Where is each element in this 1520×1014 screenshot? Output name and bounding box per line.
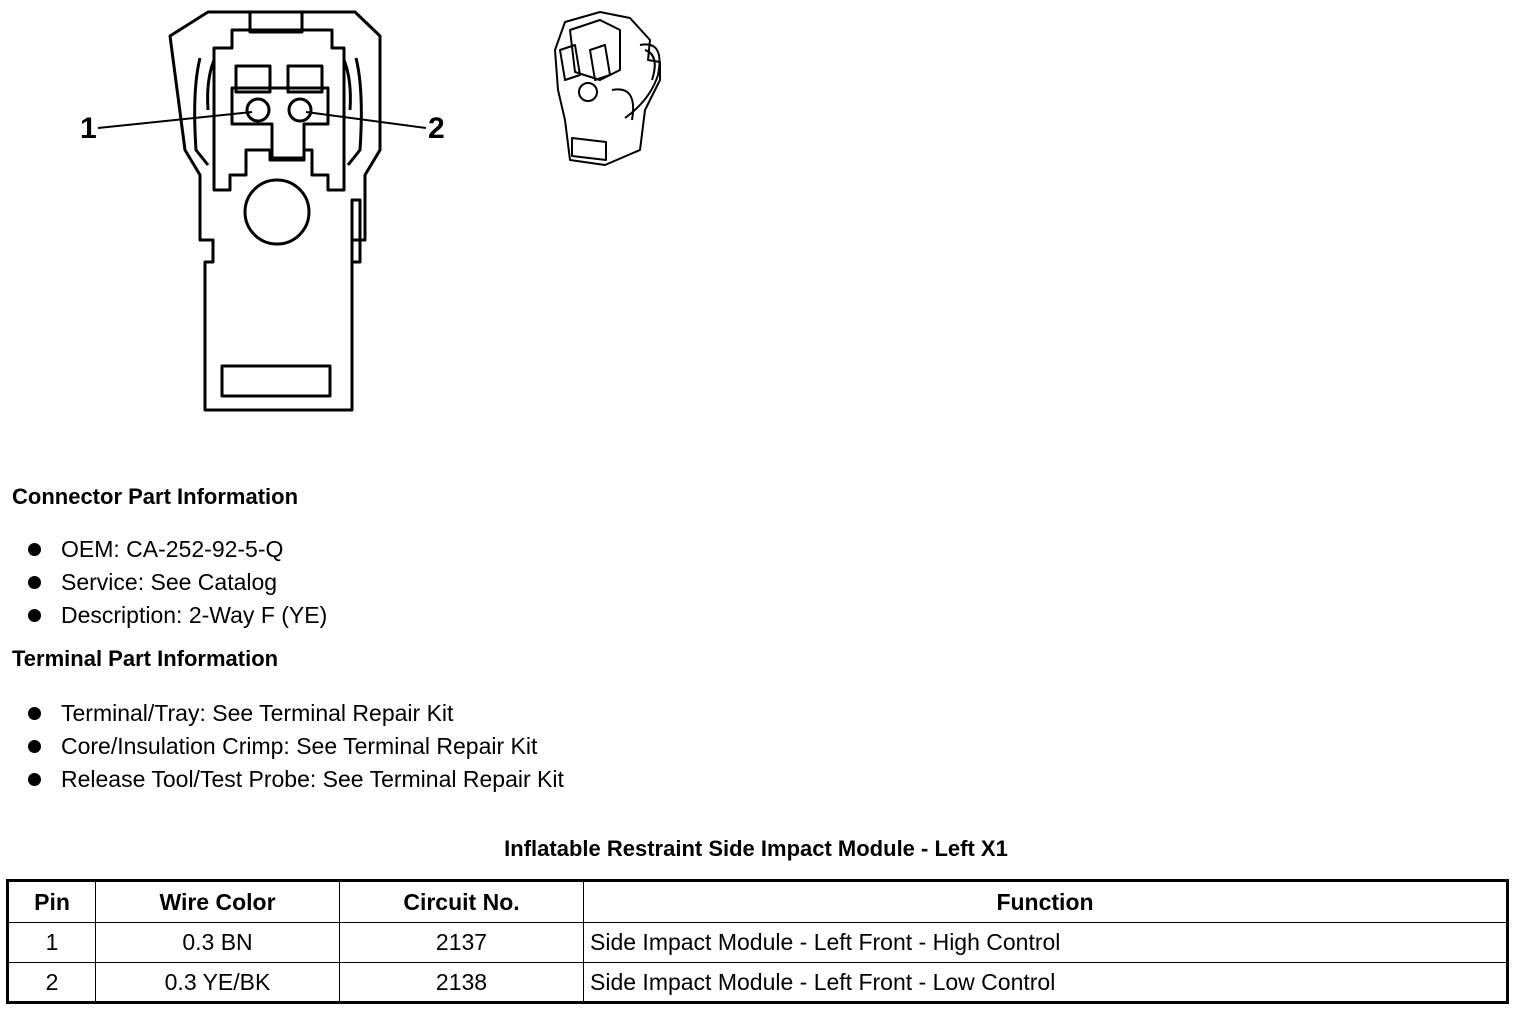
connector-part-info-list: OEM: CA-252-92-5-Q Service: See Catalog … (28, 533, 327, 632)
column-header-pin: Pin (7, 880, 96, 923)
pinout-table-title: Inflatable Restraint Side Impact Module … (504, 836, 1008, 861)
bullet-icon (28, 543, 41, 556)
cell-circuit-no: 2138 (339, 962, 584, 1003)
terminal-part-info-list: Terminal/Tray: See Terminal Repair Kit C… (28, 697, 564, 796)
terminal-part-info-heading: Terminal Part Information (12, 646, 279, 671)
list-item-text: Service: See Catalog (61, 569, 278, 595)
column-header-wire-color: Wire Color (95, 880, 340, 923)
list-item: OEM: CA-252-92-5-Q (28, 533, 327, 566)
pin-1-leader-line (97, 111, 253, 129)
connector-face-view (168, 10, 382, 412)
cell-circuit-no: 2137 (339, 922, 584, 963)
bullet-icon (28, 773, 41, 786)
table-header-row: Pin Wire Color Circuit No. Function (7, 880, 1508, 923)
list-item: Release Tool/Test Probe: See Terminal Re… (28, 763, 564, 796)
bullet-icon (28, 707, 41, 720)
list-item-text: OEM: CA-252-92-5-Q (61, 536, 284, 562)
pin-1-label: 1 (80, 112, 97, 145)
connector-perspective-view (554, 11, 661, 166)
list-item: Terminal/Tray: See Terminal Repair Kit (28, 697, 564, 730)
bullet-icon (28, 609, 41, 622)
pin-2-label: 2 (428, 112, 445, 145)
pinout-table: Pin Wire Color Circuit No. Function 1 0.… (6, 879, 1509, 1004)
list-item: Service: See Catalog (28, 566, 327, 599)
connector-part-info-heading: Connector Part Information (12, 484, 299, 509)
connector-diagram (97, 10, 661, 412)
cell-wire-color: 0.3 YE/BK (95, 962, 340, 1003)
list-item-text: Release Tool/Test Probe: See Terminal Re… (61, 766, 564, 792)
cell-wire-color: 0.3 BN (95, 922, 340, 963)
pin-2-leader-line (305, 111, 427, 129)
bullet-icon (28, 576, 41, 589)
list-item-text: Core/Insulation Crimp: See Terminal Repa… (61, 733, 538, 759)
cell-function: Side Impact Module - Left Front - High C… (583, 922, 1508, 963)
table-row: 2 0.3 YE/BK 2138 Side Impact Module - Le… (7, 962, 1508, 1003)
cell-function: Side Impact Module - Left Front - Low Co… (583, 962, 1508, 1003)
table-row: 1 0.3 BN 2137 Side Impact Module - Left … (7, 922, 1508, 963)
list-item-text: Terminal/Tray: See Terminal Repair Kit (61, 700, 454, 726)
bullet-icon (28, 740, 41, 753)
list-item-text: Description: 2-Way F (YE) (61, 602, 328, 628)
cell-pin: 2 (7, 962, 96, 1003)
list-item: Core/Insulation Crimp: See Terminal Repa… (28, 730, 564, 763)
cell-pin: 1 (7, 922, 96, 963)
list-item: Description: 2-Way F (YE) (28, 599, 327, 632)
column-header-function: Function (583, 880, 1508, 923)
column-header-circuit-no: Circuit No. (339, 880, 584, 923)
